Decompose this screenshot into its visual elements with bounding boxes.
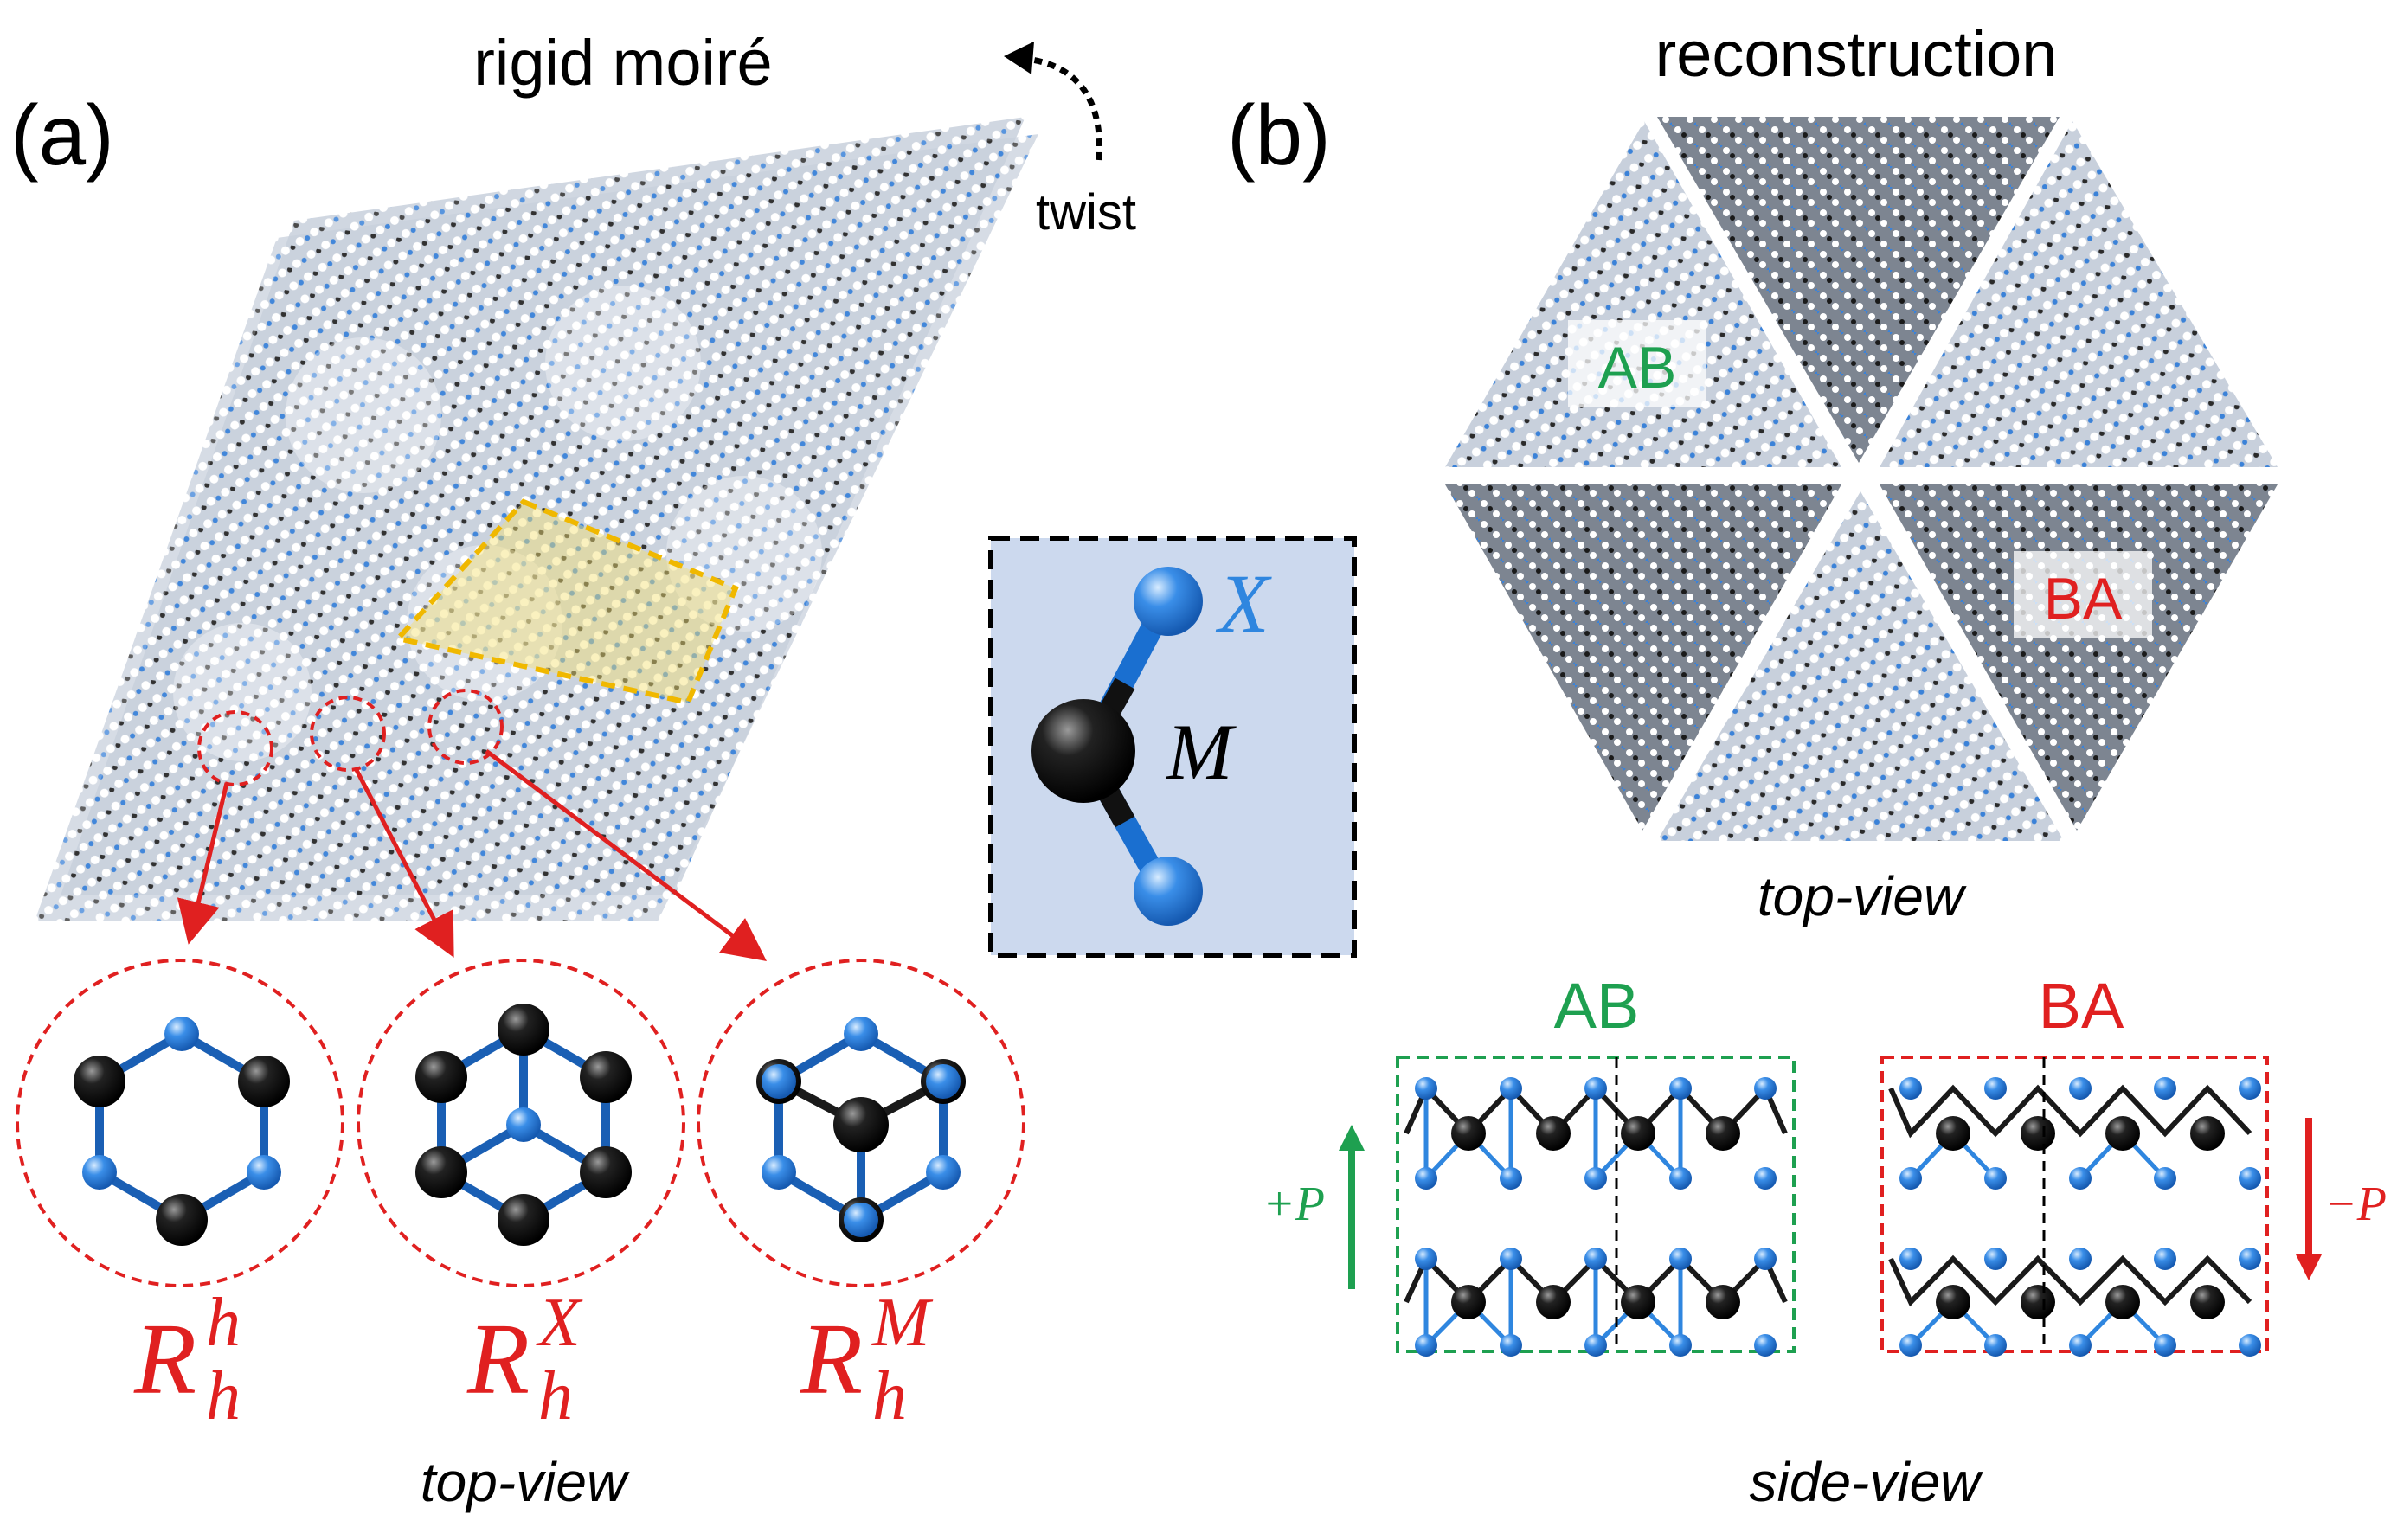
rhm-base: R [800, 1302, 863, 1415]
side-ba-title: BA [2039, 970, 2124, 1042]
rhx-base: R [466, 1302, 530, 1415]
plus-p-arrowhead [1339, 1125, 1365, 1151]
stacking-site-marker-3 [427, 689, 504, 765]
arrow-to-rhx [354, 768, 454, 958]
ab-domain-label: AB [1598, 335, 1677, 401]
panel-a-caption: top-view [421, 1451, 630, 1513]
stacking-circle-rhm [697, 959, 1025, 1287]
plus-p-label: +P [1263, 1177, 1325, 1231]
twist-label: twist [1036, 184, 1136, 241]
reconstructed-hexagon: AB BA [1445, 117, 2278, 841]
rigid-moire-lattice [35, 117, 1038, 921]
rhm-sup: M [871, 1285, 934, 1361]
chalcogen-atom-bottom [1134, 857, 1203, 926]
stacking-site-marker-2 [310, 696, 386, 772]
moire-unit-cell [393, 498, 739, 706]
minus-p-arrowhead [2296, 1254, 2322, 1280]
rhh-sup: h [206, 1285, 241, 1361]
arrow-to-rhm [485, 749, 767, 961]
mx2-inset: X M [988, 536, 1357, 958]
ba-label-bg [2014, 551, 2152, 638]
rhh-base: R [133, 1302, 196, 1415]
arrow-to-rhh [177, 782, 229, 945]
panel-b-title: reconstruction [1655, 18, 2058, 90]
chalcogen-atom-top [1134, 567, 1203, 636]
domain-upper-left [1445, 121, 1841, 467]
stacking-site-marker-1 [197, 710, 273, 786]
panel-b-side-caption: side-view [1750, 1451, 1984, 1513]
stacking-circle-rhh [16, 959, 344, 1287]
panel-b-top-caption: top-view [1758, 865, 1967, 927]
ba-domain-label: BA [2044, 566, 2123, 632]
chalcogen-label: X [1215, 557, 1272, 650]
domain-bottom [1657, 491, 2064, 841]
rhx-sup: X [536, 1285, 583, 1361]
domain-lower-right [1880, 484, 2278, 831]
ab-label-bg [1568, 320, 1706, 407]
domain-top [1657, 117, 2060, 463]
panel-a-title: rigid moiré [473, 27, 772, 99]
side-ab-title: AB [1554, 970, 1640, 1042]
moire-bright-spots [173, 286, 822, 761]
twist-arrowhead [1004, 42, 1034, 74]
domain-lower-left [1445, 484, 1841, 831]
stacking-label-rhx: R X h [466, 1285, 583, 1434]
side-view-ba [1880, 1056, 2269, 1357]
rhm-sub: h [872, 1358, 907, 1434]
panel-a-label: (a) [10, 87, 114, 183]
stacking-circle-rhx [357, 959, 685, 1287]
twist-arrow [1025, 55, 1103, 161]
metal-atom [1031, 699, 1135, 803]
domain-upper-right [1880, 121, 2278, 467]
minus-p-label: −P [2324, 1177, 2387, 1231]
side-view-ab [1396, 1056, 1796, 1357]
stacking-label-rhh: R h h [133, 1285, 241, 1434]
panel-b-label: (b) [1227, 87, 1331, 183]
rhh-sub: h [206, 1358, 241, 1434]
stacking-label-rhm: R M h [800, 1285, 934, 1434]
metal-label: M [1165, 708, 1237, 796]
rhx-sub: h [538, 1358, 573, 1434]
